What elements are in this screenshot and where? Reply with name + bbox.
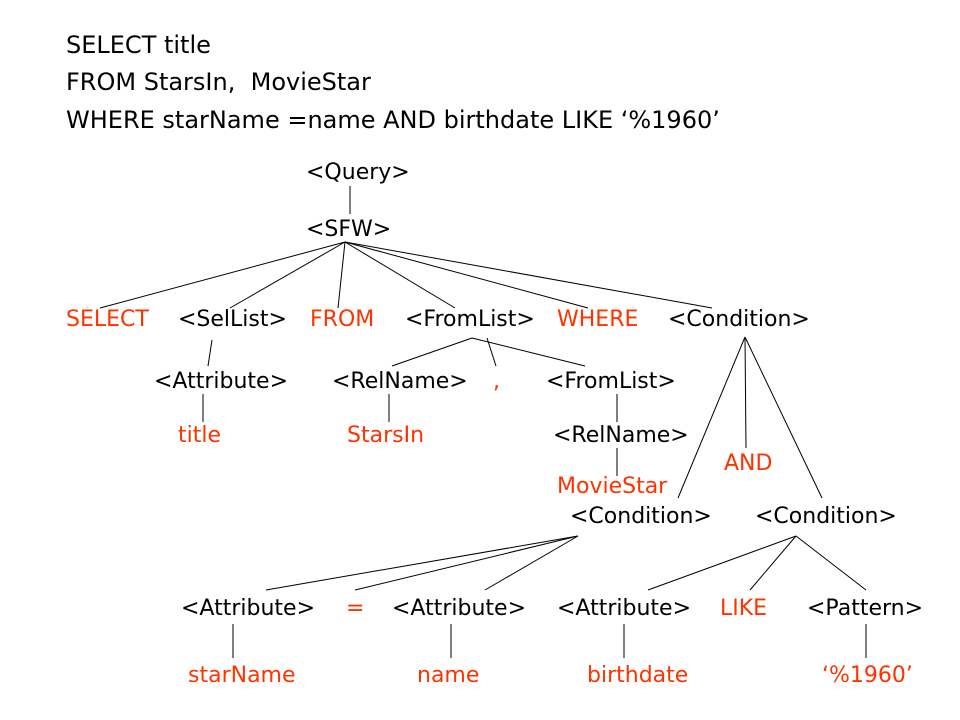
node-condition-right: <Condition> — [755, 504, 897, 529]
node-starname: starName — [188, 663, 296, 688]
node-equals: = — [346, 596, 365, 621]
node-starsin: StarsIn — [347, 423, 425, 448]
node-pattern: <Pattern> — [807, 596, 924, 621]
node-and-keyword: AND — [724, 451, 773, 476]
node-birthdate: birthdate — [587, 663, 689, 688]
edge-condleft-attribute2 — [265, 535, 579, 591]
node-relname-2: <RelName> — [553, 423, 689, 448]
edge-fromlist-fromlist2 — [471, 337, 586, 367]
edge-sfw-where — [344, 241, 589, 309]
edge-fromlist-comma — [486, 337, 497, 367]
edge-condright-pattern — [795, 535, 867, 591]
node-query: <Query> — [306, 160, 410, 185]
node-moviestar: MovieStar — [557, 474, 668, 499]
edge-sfw-from — [337, 241, 346, 309]
edge-sfw-sellist — [229, 241, 346, 309]
node-select-keyword: SELECT — [66, 307, 149, 332]
edge-condleft-eq — [354, 535, 579, 591]
edge-sfw-select — [99, 241, 346, 309]
node-where-keyword: WHERE — [557, 307, 639, 332]
node-fromlist-2: <FromList> — [546, 369, 676, 394]
node-fromlist: <FromList> — [405, 307, 535, 332]
edge-condition-conditionright — [744, 336, 823, 499]
edge-condright-like — [749, 535, 797, 591]
node-sfw: <SFW> — [306, 217, 392, 242]
node-sellist: <SelList> — [178, 307, 287, 332]
edge-condright-attribute4 — [647, 535, 797, 591]
node-comma: , — [493, 369, 500, 394]
node-condition-left: <Condition> — [570, 504, 712, 529]
edge-fromlist-relname — [391, 337, 473, 367]
node-title: title — [178, 423, 222, 448]
edge-condition-and — [744, 336, 747, 449]
node-condition: <Condition> — [668, 307, 810, 332]
node-attribute-birthdate: <Attribute> — [557, 596, 692, 621]
node-attribute-left: <Attribute> — [181, 596, 316, 621]
edge-sfw-fromlist — [344, 241, 456, 309]
node-like-keyword: LIKE — [720, 596, 768, 621]
sql-line-select: SELECT title — [66, 31, 211, 59]
node-from-keyword: FROM — [310, 307, 375, 332]
edge-condition-conditionleft — [677, 336, 746, 499]
node-attribute-right: <Attribute> — [392, 596, 527, 621]
edge-sfw-condition — [344, 241, 713, 309]
node-name: name — [417, 663, 480, 688]
edge-condleft-attribute3 — [484, 535, 579, 591]
sql-line-from: FROM StarsIn, MovieStar — [66, 68, 371, 96]
node-relname-1: <RelName> — [332, 369, 468, 394]
node-pattern-value: ‘%1960’ — [822, 663, 913, 688]
edge-sellist-attribute — [207, 339, 213, 367]
sql-line-where: WHERE starName =name AND birthdate LIKE … — [66, 106, 720, 134]
node-attribute-select: <Attribute> — [154, 369, 289, 394]
